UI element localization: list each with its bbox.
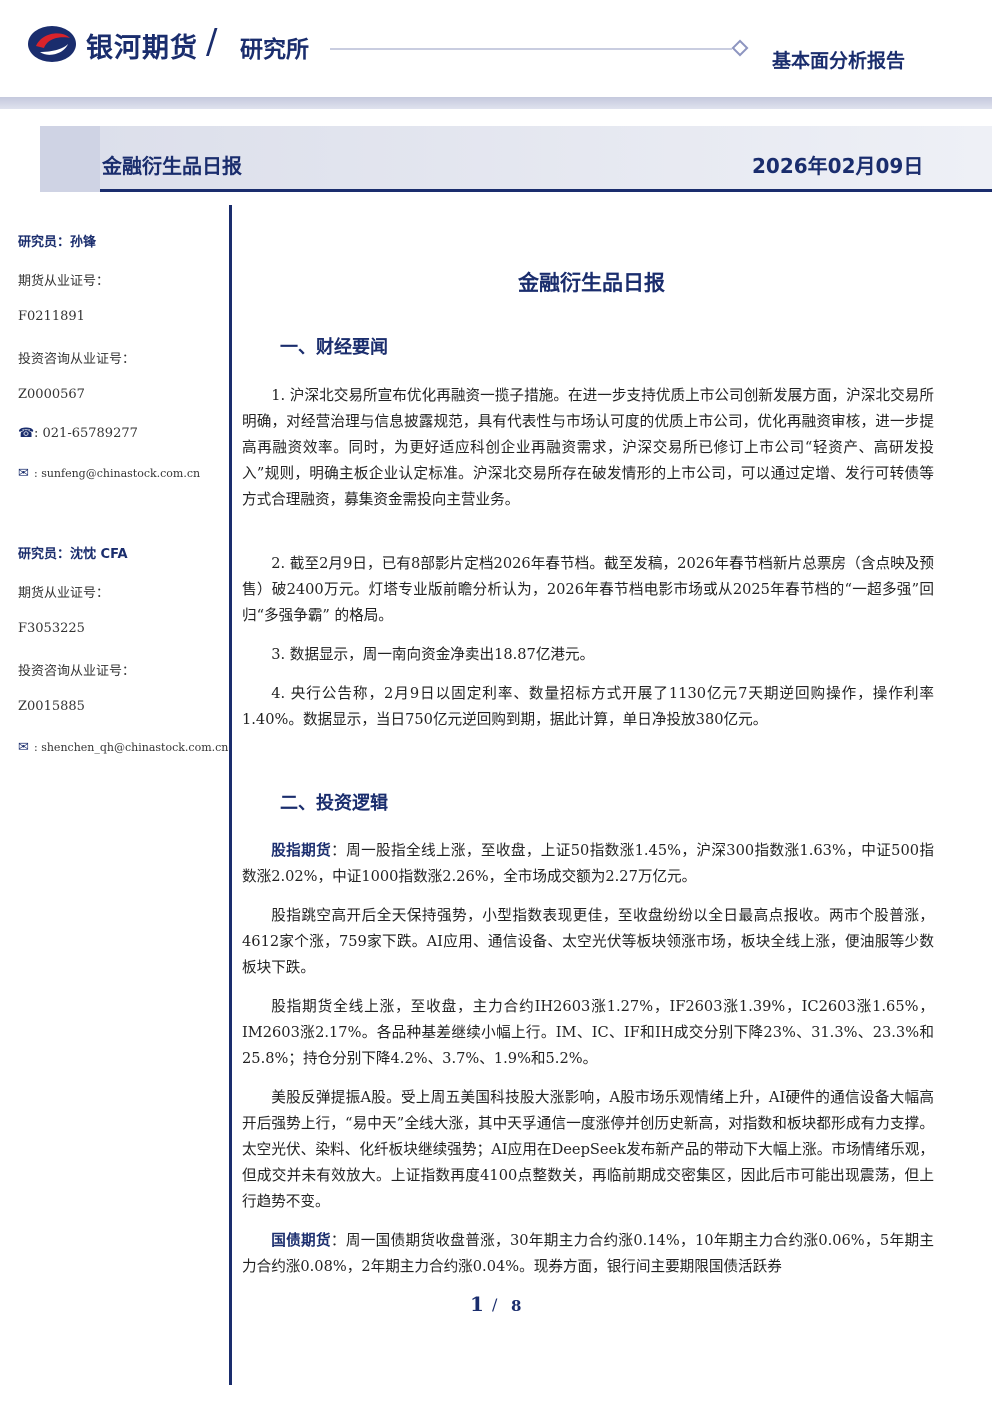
page-total: 8: [511, 1297, 522, 1315]
futures-cert-number: F3053225: [18, 621, 85, 636]
news-item: 3. 数据显示，周一南向资金净卖出18.87亿港元。: [271, 646, 595, 663]
phone-icon: ☎: [18, 426, 35, 441]
title-band-accent: [40, 126, 100, 192]
institute-name: 研究所: [240, 37, 309, 63]
stock-paragraph: 股指期货全线上涨，至收盘，主力合约IH2603涨1.27%，IF2603涨1.3…: [242, 998, 934, 1067]
page-number: 1: [470, 1292, 484, 1316]
mail-icon: ✉: [18, 740, 29, 755]
section-heading: 二、投资逻辑: [280, 793, 388, 814]
email-address[interactable]: shenchen_qh@chinastock.com.cn: [41, 741, 229, 754]
header-band: [0, 97, 992, 109]
report-date: 2026年02月09日: [752, 154, 924, 178]
page-header: 银河期货 / 研究所 基本面分析报告: [0, 0, 992, 100]
futures-cert-label: 期货从业证号：: [18, 586, 110, 601]
futures-cert-number: F0211891: [18, 309, 85, 324]
phone-row: ☎: 021-65789277: [18, 426, 138, 441]
diamond-icon: [731, 39, 749, 57]
stock-futures-lead: 股指期货: [271, 842, 332, 859]
consult-cert-number: Z0000567: [18, 387, 85, 402]
email-row[interactable]: ✉: sunfeng@chinastock.com.cn: [18, 466, 201, 481]
news-item: 1. 沪深北交易所宣布优化再融资一揽子措施。在进一步支持优质上市公司创新发展方面…: [242, 387, 934, 508]
document-title: 金融衍生品日报: [518, 271, 665, 295]
stock-paragraph: 美股反弹提振A股。受上周五美国科技股大涨影响，A股市场乐观情绪上升，AI硬件的通…: [242, 1089, 934, 1210]
news-item: 4. 央行公告称，2月9日以固定利率、数量招标方式开展了1130亿元7天期逆回购…: [242, 685, 934, 728]
consult-cert-label: 投资咨询从业证号：: [18, 664, 136, 679]
page-separator: /: [492, 1295, 498, 1314]
report-type: 基本面分析报告: [772, 50, 906, 72]
bond-futures-paragraph: 国债期货：周一国债期货收盘普涨，30年期主力合约涨0.14%，10年期主力合约涨…: [242, 1228, 934, 1280]
band-title: 金融衍生品日报: [102, 154, 242, 178]
title-band: [40, 126, 992, 192]
news-item: 2. 截至2月9日，已有8部影片定档2026年春节档。截至发稿，2026年春节档…: [242, 555, 934, 624]
phone-number: 021-65789277: [42, 426, 138, 441]
brand-slash: /: [206, 22, 218, 62]
mail-icon: ✉: [18, 466, 29, 481]
stock-futures-paragraph: 股指期货：周一股指全线上涨，至收盘，上证50指数涨1.45%，沪深300指数涨1…: [242, 838, 934, 890]
section-heading: 一、财经要闻: [280, 337, 388, 358]
futures-cert-label: 期货从业证号：: [18, 274, 110, 289]
consult-cert-number: Z0015885: [18, 699, 85, 714]
bond-futures-lead: 国债期货: [271, 1232, 331, 1249]
email-address[interactable]: sunfeng@chinastock.com.cn: [41, 467, 201, 480]
consult-cert-label: 投资咨询从业证号：: [18, 352, 136, 367]
researcher-name: 研究员：孙锋: [18, 235, 97, 250]
header-rule: [330, 48, 732, 50]
brand-name: 银河期货: [86, 33, 198, 64]
bond-futures-text: ：周一国债期货收盘普涨，30年期主力合约涨0.14%，10年期主力合约涨0.06…: [242, 1232, 934, 1275]
stock-paragraph: 股指跳空高开后全天保持强势，小型指数表现更佳，至收盘纷纷以全日最高点报收。两市个…: [242, 907, 934, 976]
stock-futures-text: ：周一股指全线上涨，至收盘，上证50指数涨1.45%，沪深300指数涨1.63%…: [242, 842, 934, 885]
email-row[interactable]: ✉: shenchen_qh@chinastock.com.cn: [18, 740, 229, 755]
researcher-name: 研究员：沈忱 CFA: [18, 547, 128, 562]
logo-icon: [28, 26, 76, 62]
sidebar-divider: [229, 205, 232, 1385]
